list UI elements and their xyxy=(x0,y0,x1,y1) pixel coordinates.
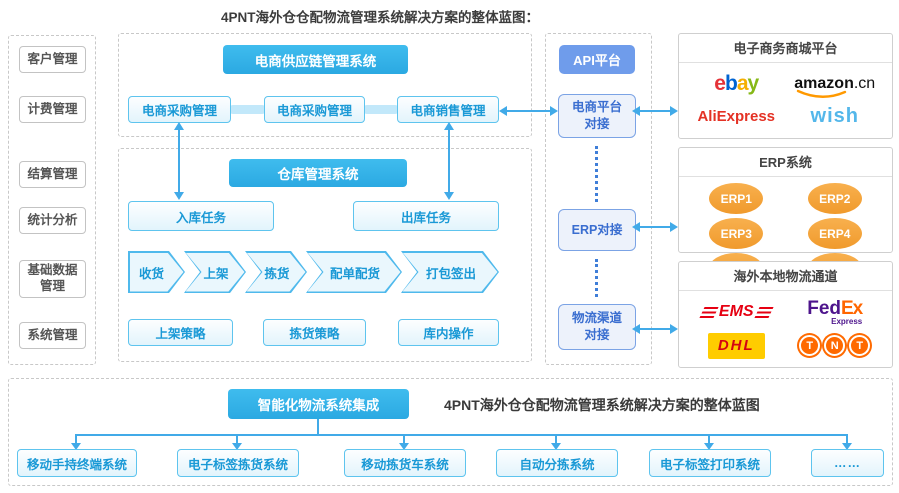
bottom-caption: 4PNT海外仓仓配物流管理系统解决方案的整体蓝图 xyxy=(444,397,760,413)
arrow-api-logistics xyxy=(634,328,676,330)
amazon-smile-icon xyxy=(797,89,847,98)
arrow-procurement-inbound xyxy=(178,124,180,198)
module-sales: 电商销售管理 xyxy=(397,96,499,123)
tree-arrow xyxy=(704,434,714,450)
tree-arrow xyxy=(842,434,852,450)
arrow-api-erp xyxy=(634,226,676,228)
module-connector xyxy=(363,105,399,114)
ecommerce-platforms-panel: 电子商务商城平台 ebay amazon.cn AliExpress wish xyxy=(678,33,893,139)
dotted-connector xyxy=(595,146,598,202)
ems-logo: EMS xyxy=(702,303,771,321)
strategy-picking: 拣货策略 xyxy=(263,319,366,346)
tree-stub xyxy=(317,419,319,435)
amazon-logo: amazon.cn xyxy=(794,75,875,98)
tree-arrow xyxy=(232,434,242,450)
page-title: 4PNT海外仓仓配物流管理系统解决方案的整体蓝图： xyxy=(220,10,539,25)
api-node-erp: ERP对接 xyxy=(558,209,636,251)
dotted-connector xyxy=(595,259,598,297)
tree-arrow xyxy=(399,434,409,450)
supply-chain-header: 电商供应链管理系统 xyxy=(223,45,408,74)
system-more: …… xyxy=(811,449,884,477)
warehouse-group: 仓库管理系统 入库任务 出库任务 收货 上架 拣货 配单配货 打包签出 上架策略… xyxy=(118,148,532,362)
flow-step-pack: 打包签出 xyxy=(401,251,499,293)
module-procurement-1: 电商采购管理 xyxy=(128,96,231,123)
erp-pill: ERP2 xyxy=(807,183,862,214)
tree-arrow xyxy=(71,434,81,450)
api-node-logistics: 物流渠道 对接 xyxy=(558,304,636,350)
system-auto-sort: 自动分拣系统 xyxy=(496,449,618,477)
sidebar-item-billing: 计费管理 xyxy=(19,96,86,123)
ecommerce-platforms-title: 电子商务商城平台 xyxy=(679,34,892,63)
flow-step-allocate: 配单配货 xyxy=(306,251,402,293)
dhl-logo: DHL xyxy=(707,332,765,359)
sidebar-item-customer: 客户管理 xyxy=(19,46,86,73)
flow-step-receive: 收货 xyxy=(128,251,185,293)
supply-chain-group: 电商供应链管理系统 电商采购管理 电商采购管理 电商销售管理 xyxy=(118,33,532,137)
sidebar-item-system: 系统管理 xyxy=(19,322,86,349)
api-platform-group: API平台 电商平台 对接 ERP对接 物流渠道 对接 xyxy=(545,33,652,365)
sidebar-item-basedata: 基础数据 管理 xyxy=(19,260,86,298)
system-etag-print: 电子标签打印系统 xyxy=(649,449,771,477)
flow-step-pick: 拣货 xyxy=(245,251,307,293)
sidebar-item-settlement: 结算管理 xyxy=(19,161,86,188)
arrow-sales-outbound xyxy=(448,124,450,198)
system-etag-pick: 电子标签拣货系统 xyxy=(177,449,299,477)
erp-systems-title: ERP系统 xyxy=(679,148,892,177)
module-connector xyxy=(229,105,266,114)
api-platform-header: API平台 xyxy=(559,45,635,74)
tree-trunk xyxy=(75,434,848,436)
wish-logo: wish xyxy=(810,105,859,128)
arrow-sales-api xyxy=(501,110,556,112)
aliexpress-logo: AliExpress xyxy=(697,108,776,126)
sidebar-item-statistics: 统计分析 xyxy=(19,207,86,234)
tree-arrow xyxy=(551,434,561,450)
outbound-task-box: 出库任务 xyxy=(353,201,499,231)
flow-step-shelve: 上架 xyxy=(184,251,246,293)
strategy-inhouse: 库内操作 xyxy=(398,319,499,346)
erp-pill: ERP1 xyxy=(709,183,764,214)
strategy-shelving: 上架策略 xyxy=(128,319,233,346)
system-pick-cart: 移动拣货车系统 xyxy=(344,449,466,477)
api-node-ecommerce: 电商平台 对接 xyxy=(558,94,636,138)
logistics-channels-title: 海外本地物流通道 xyxy=(679,262,892,291)
warehouse-header: 仓库管理系统 xyxy=(229,159,407,187)
inbound-task-box: 入库任务 xyxy=(128,201,274,231)
erp-pill: ERP4 xyxy=(807,218,862,249)
module-procurement-2: 电商采购管理 xyxy=(264,96,365,123)
smart-logistics-group: 智能化物流系统集成 4PNT海外仓仓配物流管理系统解决方案的整体蓝图 移动手持终… xyxy=(8,378,893,486)
erp-systems-panel: ERP系统 ERP1 ERP2 ERP3 ERP4 ERP5 ERP6 xyxy=(678,147,893,284)
system-handheld: 移动手持终端系统 xyxy=(17,449,137,477)
erp-pill: ERP3 xyxy=(709,218,764,249)
ebay-logo: ebay xyxy=(714,71,759,95)
smart-logistics-header: 智能化物流系统集成 xyxy=(228,389,409,419)
arrow-api-platforms xyxy=(634,110,676,112)
sidebar-group: 客户管理 计费管理 结算管理 统计分析 基础数据 管理 系统管理 xyxy=(8,35,96,365)
